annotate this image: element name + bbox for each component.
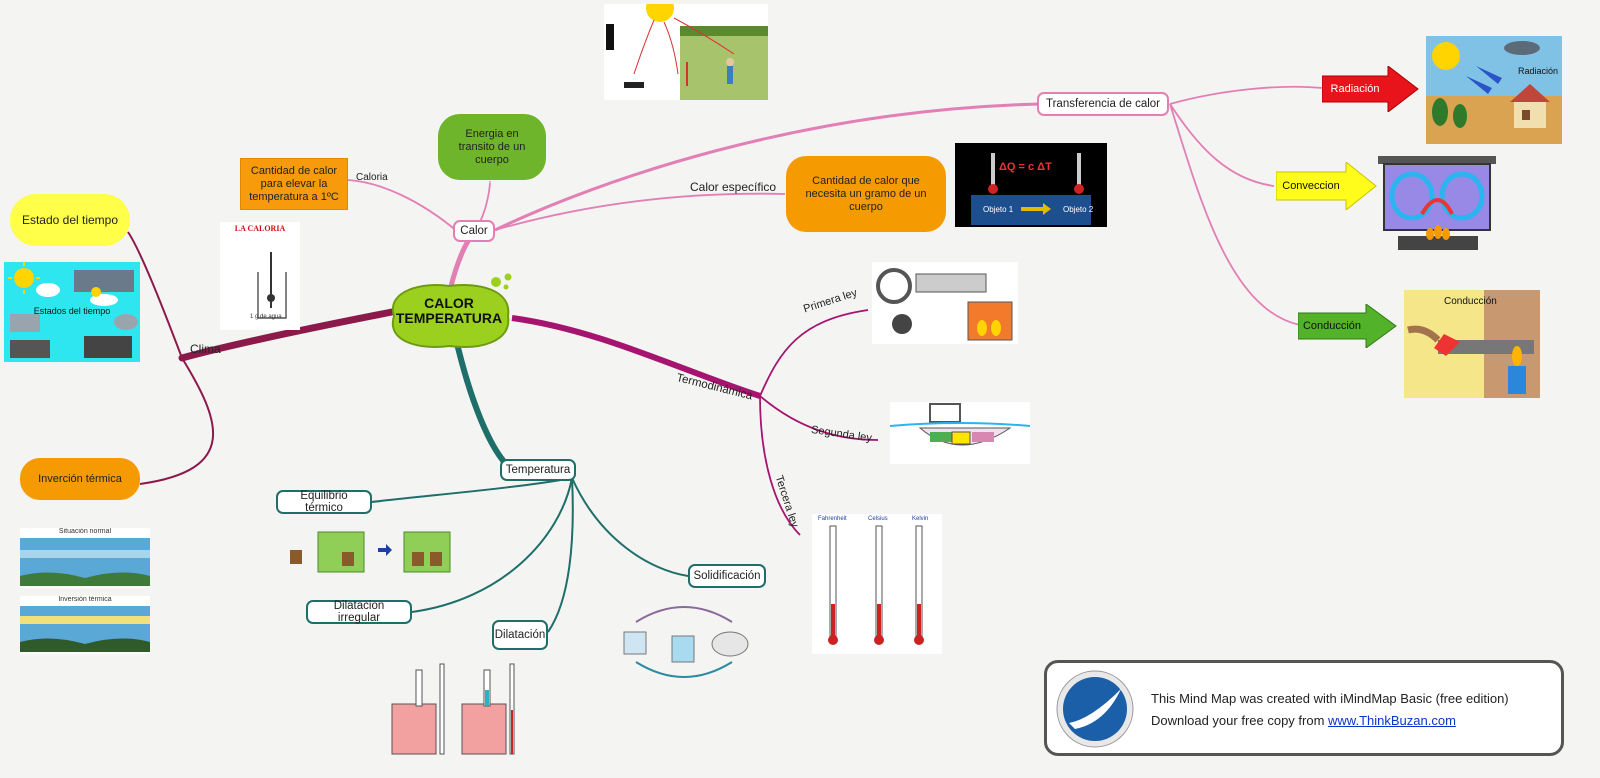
- node-transferencia[interactable]: Transferencia de calor: [1037, 92, 1169, 116]
- caption-inversion-termica: Inversión térmica: [58, 596, 112, 603]
- caption-estados-tiempo: Estados del tiempo: [33, 306, 111, 316]
- image-inversion-termica: Inversión térmica: [20, 596, 150, 654]
- branch-temperatura: [452, 334, 513, 471]
- conduccion-illustration: [1407, 290, 1540, 398]
- node-solidificacion[interactable]: Solidificación: [688, 564, 766, 588]
- image-primera-ley: [872, 262, 1018, 344]
- image-conveccion: [1378, 156, 1498, 260]
- label-conduccion[interactable]: Conducción: [1302, 320, 1362, 332]
- image-calor-especifico: ΔQ = c ΔT Objeto 1 Objeto 2: [955, 143, 1107, 227]
- node-cantidad-calor-elevar[interactable]: Cantidad de calor para elevar la tempera…: [240, 158, 348, 210]
- central-bubbles: [491, 273, 512, 290]
- caption-objeto1: Objeto 1: [983, 205, 1014, 214]
- caption-radiacion: Radiación: [1518, 66, 1559, 76]
- node-equilibrio-termico[interactable]: Equilibrio térmico: [276, 490, 372, 514]
- branch-clima: [178, 308, 396, 362]
- formula-calor-especifico: ΔQ = c ΔT: [999, 161, 1052, 173]
- conveccion-illustration: [1378, 156, 1496, 250]
- caloria-illustration: [257, 252, 287, 319]
- central-line1: CALOR: [424, 295, 474, 311]
- segunda-ley-illustration: [890, 403, 1030, 446]
- calor-especifico-illustration: [955, 143, 1107, 227]
- node-inversion-termica[interactable]: Inverción térmica: [24, 462, 136, 496]
- arrow-conduccion: [1298, 304, 1397, 348]
- label-conveccion[interactable]: Conveccion: [1282, 180, 1340, 192]
- caption-situacion-normal: Situación normal: [58, 528, 112, 535]
- normal-illustration: [20, 538, 150, 586]
- caption-caloria-title: LA CALORIA: [234, 224, 286, 233]
- imindmap-logo-icon: [1056, 670, 1134, 748]
- central-node-blob: [391, 284, 510, 348]
- label-calor-especifico: Calor específico: [690, 180, 777, 194]
- node-estado-tiempo[interactable]: Estado del tiempo: [14, 198, 126, 242]
- image-segunda-ley: [890, 402, 1030, 464]
- termometros-illustration: [828, 525, 924, 645]
- label-radiacion[interactable]: Radiación: [1330, 83, 1380, 95]
- caption-conduccion: Conducción: [1444, 296, 1497, 307]
- image-solidificacion: [616, 592, 752, 692]
- image-caloria: LA CALORIA 1 g de agua: [220, 222, 300, 330]
- image-dilatacion: [382, 660, 522, 756]
- node-dilatacion[interactable]: Dilatación: [492, 620, 548, 650]
- label-clima: Clima: [190, 342, 221, 356]
- node-cantidad-calor-gramo[interactable]: Cantidad de calor que necesita un gramo …: [790, 160, 942, 228]
- caption-objeto2: Objeto 2: [1063, 205, 1094, 214]
- image-sol-radiacion: [604, 4, 768, 100]
- caption-fahrenheit: Fahrenheit: [818, 516, 847, 522]
- dilatacion-illustration: [391, 663, 515, 755]
- branding-line2-prefix: Download your free copy from: [1151, 713, 1329, 728]
- caption-celsius: Celsius: [868, 516, 888, 522]
- image-conduccion: Conducción: [1404, 290, 1540, 398]
- arrow-radiacion: [1322, 66, 1419, 112]
- branch-transferencia: [494, 102, 1041, 232]
- thinkbuzan-link[interactable]: www.ThinkBuzan.com: [1328, 713, 1456, 728]
- weather-illustration: [8, 262, 138, 358]
- central-line2: TEMPERATURA: [395, 310, 503, 326]
- branding-banner: This Mind Map was created with iMindMap …: [1044, 660, 1564, 756]
- arrow-conveccion: [1276, 162, 1377, 210]
- equilibrio-illustration: [290, 531, 451, 573]
- central-title: CALOR TEMPERATURA: [384, 296, 514, 326]
- image-estados-tiempo: Estados del tiempo: [4, 262, 140, 362]
- label-caloria: Caloria: [356, 172, 388, 183]
- node-calor[interactable]: Calor: [453, 220, 495, 242]
- radiacion-illustration: [1426, 36, 1562, 144]
- caption-kelvin: Kelvin: [912, 516, 929, 522]
- image-termometros: Fahrenheit Celsius Kelvin: [812, 514, 942, 654]
- image-situacion-normal: Situación normal: [20, 528, 150, 588]
- branding-line1: This Mind Map was created with iMindMap …: [1151, 691, 1509, 706]
- inversion-illustration: [20, 606, 150, 652]
- branch-termodinamica: [511, 315, 761, 399]
- image-equilibrio-termico: [284, 528, 454, 584]
- primera-ley-illustration: [876, 268, 1013, 341]
- image-radiacion: Radiación: [1426, 36, 1562, 144]
- node-temperatura[interactable]: Temperatura: [500, 459, 576, 481]
- node-dilatacion-irregular[interactable]: Dilatacion irregular: [306, 600, 412, 624]
- solidificacion-illustration: [623, 606, 749, 678]
- sun-scene-illustration: [604, 4, 768, 100]
- branding-line2: Download your free copy from www.ThinkBu…: [1151, 713, 1456, 728]
- node-energia-transito[interactable]: Energia en transito de un cuerpo: [442, 118, 542, 176]
- caption-caloria: 1 g de agua: [250, 314, 282, 320]
